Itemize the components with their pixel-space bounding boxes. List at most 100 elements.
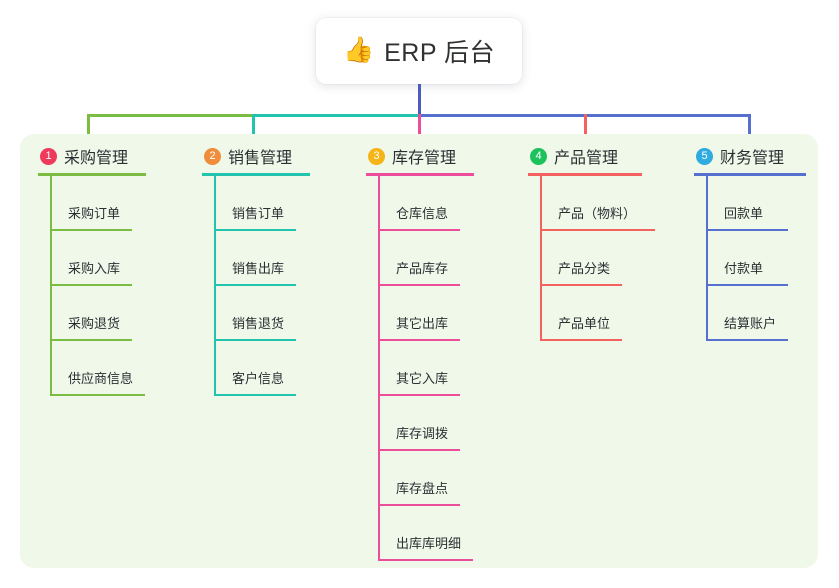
mindmap-column: 3 库存管理仓库信息产品库存其它出库其它入库库存调拨库存盘点出库库明细 <box>366 144 474 561</box>
column-item-label: 采购订单 <box>68 206 121 221</box>
column-item-label: 供应商信息 <box>68 371 134 386</box>
column-item-label: 付款单 <box>724 261 764 276</box>
column-item-label: 客户信息 <box>232 371 285 386</box>
column-index-badge: 5 <box>696 147 713 165</box>
column-item[interactable]: 采购入库 <box>38 231 146 286</box>
column-item-underline <box>50 339 132 341</box>
column-item-label: 其它入库 <box>396 371 449 386</box>
column-items: 产品（物料） 产品分类产品单位 <box>528 176 655 341</box>
drop-product <box>584 114 587 144</box>
column-items: 采购订单采购入库采购退货供应商信息 <box>38 176 146 396</box>
column-underline <box>694 173 806 176</box>
drop-inventory <box>418 114 421 144</box>
column-title: 库存管理 <box>392 150 457 167</box>
column-item[interactable]: 销售订单 <box>202 176 310 231</box>
column-spine <box>706 176 708 341</box>
column-item-underline <box>214 229 296 231</box>
drop-finance <box>748 114 751 144</box>
column-item-underline <box>378 284 460 286</box>
column-item[interactable]: 产品（物料） <box>528 176 655 231</box>
column-item[interactable]: 其它入库 <box>366 341 474 396</box>
column-item[interactable]: 付款单 <box>694 231 806 286</box>
column-item[interactable]: 销售出库 <box>202 231 310 286</box>
column-title: 财务管理 <box>720 150 785 167</box>
column-item-underline <box>540 229 655 231</box>
column-item-underline <box>378 559 473 561</box>
column-item[interactable]: 采购退货 <box>38 286 146 341</box>
column-item-label: 回款单 <box>724 206 764 221</box>
drop-purchase <box>87 114 90 144</box>
column-item-label: 产品库存 <box>396 261 449 276</box>
column-spine <box>214 176 216 396</box>
column-item-label: 出库库明细 <box>396 536 462 551</box>
root-node-card[interactable]: 👍 ERP 后台 <box>316 18 522 84</box>
column-header[interactable]: 5 财务管理 <box>694 144 806 168</box>
column-item-underline <box>378 449 460 451</box>
column-item[interactable]: 产品库存 <box>366 231 474 286</box>
column-spine <box>50 176 52 396</box>
column-item-underline <box>378 504 460 506</box>
column-item[interactable]: 结算账户 <box>694 286 806 341</box>
column-item[interactable]: 库存盘点 <box>366 451 474 506</box>
column-underline <box>38 173 146 176</box>
column-index-badge: 2 <box>204 147 221 165</box>
column-item[interactable]: 产品分类 <box>528 231 642 286</box>
column-item-underline <box>706 339 788 341</box>
column-item-label: 库存调拨 <box>396 426 449 441</box>
column-title: 销售管理 <box>228 150 293 167</box>
column-item[interactable]: 产品单位 <box>528 286 642 341</box>
column-underline <box>528 173 642 176</box>
column-item[interactable]: 其它出库 <box>366 286 474 341</box>
column-item-label: 销售退货 <box>232 316 285 331</box>
column-item-underline <box>540 284 622 286</box>
column-underline <box>202 173 310 176</box>
column-item[interactable]: 供应商信息 <box>38 341 146 396</box>
column-item-underline <box>378 339 460 341</box>
column-item-underline <box>214 394 296 396</box>
column-items: 销售订单销售出库销售退货客户信息 <box>202 176 310 396</box>
bus-segment-teal <box>252 114 420 117</box>
column-item-label: 销售订单 <box>232 206 285 221</box>
column-item[interactable]: 回款单 <box>694 176 806 231</box>
trunk-connector <box>418 84 421 114</box>
column-item[interactable]: 出库库明细 <box>366 506 474 561</box>
root-title: ERP 后台 <box>384 39 496 67</box>
column-header[interactable]: 2 销售管理 <box>202 144 310 168</box>
column-item-label: 产品分类 <box>558 261 611 276</box>
column-item-underline <box>706 284 788 286</box>
mindmap-column: 2 销售管理销售订单销售出库销售退货客户信息 <box>202 144 310 396</box>
column-item-underline <box>378 229 460 231</box>
mindmap-panel <box>20 134 818 568</box>
column-header[interactable]: 3 库存管理 <box>366 144 474 168</box>
column-item-label: 销售出库 <box>232 261 285 276</box>
column-title: 采购管理 <box>64 150 129 167</box>
column-index-badge: 4 <box>530 147 547 165</box>
column-item[interactable]: 库存调拨 <box>366 396 474 451</box>
column-item[interactable]: 采购订单 <box>38 176 146 231</box>
column-underline <box>366 173 474 176</box>
column-item-underline <box>50 394 145 396</box>
column-item-underline <box>378 394 460 396</box>
column-items: 回款单付款单结算账户 <box>694 176 806 341</box>
column-item[interactable]: 客户信息 <box>202 341 310 396</box>
column-item-underline <box>214 339 296 341</box>
mindmap-column: 5 财务管理回款单付款单结算账户 <box>694 144 806 341</box>
drop-sales <box>252 114 255 144</box>
column-header[interactable]: 4 产品管理 <box>528 144 642 168</box>
column-item[interactable]: 仓库信息 <box>366 176 474 231</box>
column-item-label: 采购入库 <box>68 261 121 276</box>
column-item-label: 产品（物料） <box>558 206 637 221</box>
column-index-badge: 3 <box>368 147 385 165</box>
thumbs-up-icon: 👍 <box>342 35 375 64</box>
column-item-label: 产品单位 <box>558 316 611 331</box>
column-spine <box>378 176 380 561</box>
column-item-label: 结算账户 <box>724 316 777 331</box>
column-item-label: 其它出库 <box>396 316 449 331</box>
column-title: 产品管理 <box>554 150 619 167</box>
column-item[interactable]: 销售退货 <box>202 286 310 341</box>
column-spine <box>540 176 542 341</box>
column-item-underline <box>706 229 788 231</box>
column-items: 仓库信息产品库存其它出库其它入库库存调拨库存盘点出库库明细 <box>366 176 474 561</box>
